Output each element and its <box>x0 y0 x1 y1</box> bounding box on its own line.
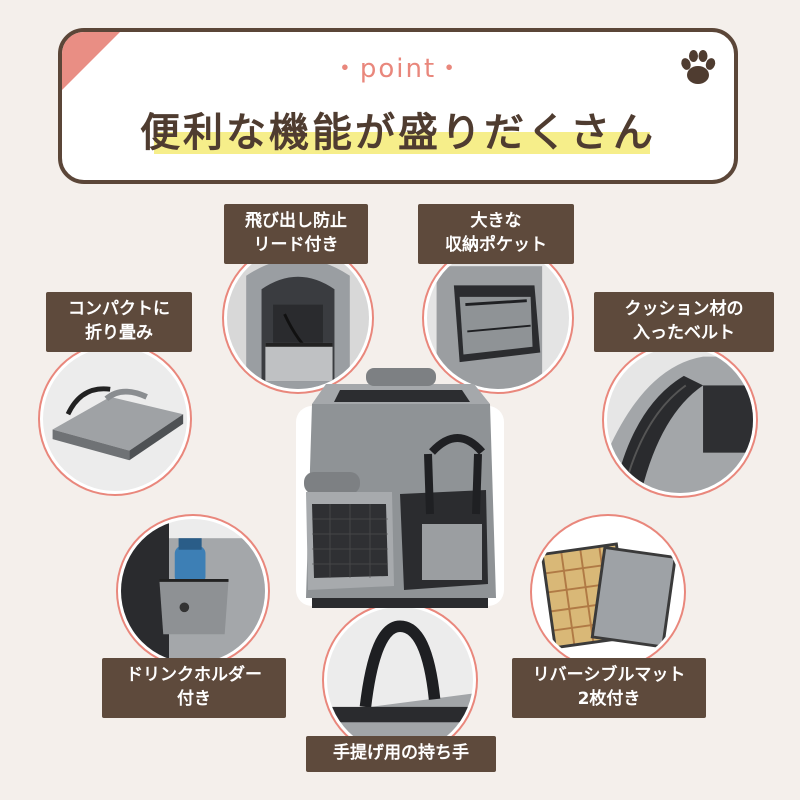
label-pocket-line2: 収納ポケット <box>445 235 547 255</box>
pet-carrier-product-image <box>296 368 504 608</box>
label-pocket: 大きな 収納ポケット <box>418 204 574 264</box>
compact-photo <box>40 344 190 494</box>
label-compact-line2: 折り畳み <box>85 323 153 343</box>
label-mat-line1: リバーシブルマット <box>532 665 686 685</box>
point-label: ・point・ <box>331 54 465 84</box>
label-drink-line1: ドリンクホルダー <box>126 665 262 685</box>
title-highlight <box>154 132 650 154</box>
label-pocket-line1: 大きな <box>470 211 522 231</box>
label-cushion-line2: 入ったベルト <box>633 323 735 343</box>
label-cushion-line1: クッション材の <box>624 299 744 319</box>
drink-photo <box>118 516 268 666</box>
handle-photo-art <box>327 607 473 753</box>
label-drink-line2: 付き <box>177 689 211 709</box>
header-corner-accent <box>62 32 120 90</box>
mat-photo <box>532 516 684 668</box>
paw-icon <box>681 50 716 84</box>
label-handle: 手提げ用の持ち手 <box>306 736 496 772</box>
page-title: 便利な機能が盛りだくさん <box>140 110 656 156</box>
leash-photo-art <box>227 247 369 389</box>
label-drink: ドリンクホルダー 付き <box>102 658 286 718</box>
header-card: ・point・ 便利な機能が盛りだくさん <box>58 28 738 184</box>
label-leash: 飛び出し防止 リード付き <box>224 204 368 264</box>
mat-photo-art <box>535 519 681 665</box>
cushion-photo <box>604 344 756 496</box>
label-compact: コンパクトに 折り畳み <box>46 292 192 352</box>
drink-photo-art <box>121 519 265 663</box>
pocket-photo-art <box>427 247 569 389</box>
label-mat: リバーシブルマット 2枚付き <box>512 658 706 718</box>
label-leash-line2: リード付き <box>253 235 339 255</box>
label-compact-line1: コンパクトに <box>68 299 170 319</box>
pocket-photo <box>424 244 572 392</box>
handle-photo <box>324 604 476 756</box>
label-mat-line2: 2枚付き <box>577 689 641 709</box>
cushion-photo-art <box>607 347 753 493</box>
compact-photo-art <box>43 347 187 491</box>
title-wrap: 便利な機能が盛りだくさん <box>62 100 734 158</box>
label-cushion: クッション材の 入ったベルト <box>594 292 774 352</box>
label-handle-line1: 手提げ用の持ち手 <box>333 743 469 763</box>
label-leash-line1: 飛び出し防止 <box>245 211 347 231</box>
